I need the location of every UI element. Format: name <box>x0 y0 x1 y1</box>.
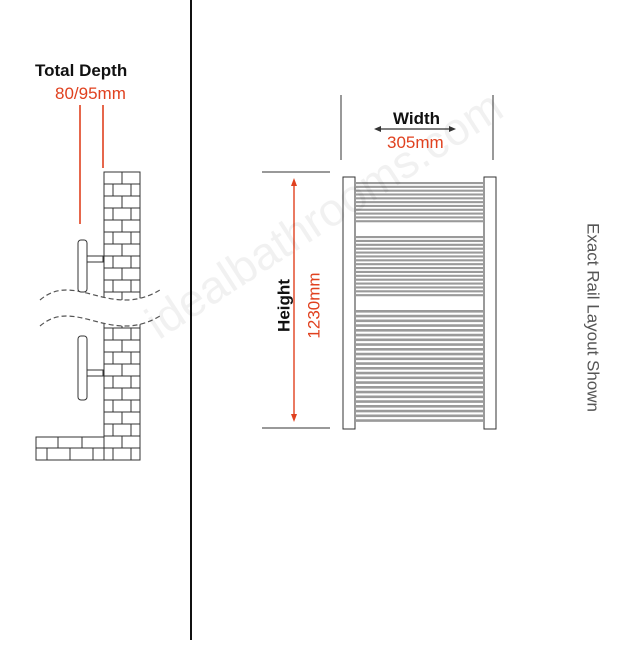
front-rail <box>342 176 497 430</box>
rail-bar-bottom <box>355 314 484 318</box>
rail-bar-bottom <box>355 343 484 346</box>
rail-bar-middle <box>355 278 484 281</box>
rail-bar-bottom <box>355 362 484 365</box>
rail-bar-bottom <box>355 319 484 323</box>
rail-bar-bottom <box>355 400 484 403</box>
height-title: Height <box>274 279 294 332</box>
break-line-lower <box>39 315 161 327</box>
layout-note: Exact Rail Layout Shown <box>583 223 603 412</box>
rail-bar-bottom <box>355 395 484 399</box>
rail-bar-top <box>355 216 484 219</box>
break-mask <box>40 290 160 326</box>
depth-title: Total Depth <box>35 61 128 80</box>
rail-bar-bottom <box>355 310 484 313</box>
break-line-upper <box>39 289 161 301</box>
rail-bar-bottom <box>355 409 484 413</box>
rail-bar-middle <box>355 251 484 254</box>
rail-bar-top <box>355 204 484 208</box>
rail-bar-bottom <box>355 338 484 342</box>
rail-bar-bottom <box>355 381 484 384</box>
rail-bar-bottom <box>355 386 484 389</box>
rail-bar-bottom <box>355 329 484 332</box>
rail-bar-middle <box>355 267 484 270</box>
depth-value: 80/95mm <box>55 84 126 103</box>
rail-bar-top <box>355 197 484 200</box>
rail-bar-middle <box>355 259 484 262</box>
floor-bricks <box>35 436 105 461</box>
rail-bar-bottom <box>355 348 484 351</box>
side-rail-profile <box>77 239 104 401</box>
rail-bar-top <box>355 212 484 215</box>
right-upright <box>483 176 497 430</box>
rail-bar-bottom <box>355 357 484 361</box>
rail-bar-middle <box>355 294 484 297</box>
rail-bar-bottom <box>355 414 484 418</box>
rail-bar-middle <box>355 286 484 289</box>
rail-bar-bottom <box>355 324 484 327</box>
rail-bar-top <box>355 208 484 211</box>
width-value: 305mm <box>387 133 444 152</box>
rail-bar-middle <box>355 236 484 239</box>
height-value: 1230mm <box>304 272 324 339</box>
rail-bar-bottom <box>355 376 484 380</box>
rail-bar-bottom <box>355 405 484 408</box>
rail-bar-bottom <box>355 333 484 337</box>
rail-bar-bottom <box>355 390 484 394</box>
rail-bar-top <box>355 185 484 188</box>
left-upright <box>342 176 356 430</box>
rail-bar-top <box>355 182 484 185</box>
rail-bar-bottom <box>355 419 484 422</box>
rail-bar-middle <box>355 255 484 258</box>
rail-bar-middle <box>355 239 484 243</box>
width-title: Width <box>393 109 441 128</box>
rail-bar-middle <box>355 247 484 250</box>
rail-bar-middle <box>355 263 484 266</box>
rail-bar-middle <box>355 282 484 285</box>
rail-bar-middle <box>355 270 484 274</box>
rail-bar-middle <box>355 274 484 277</box>
rail-bar-middle <box>355 290 484 293</box>
rail-bar-bottom <box>355 352 484 356</box>
rail-bar-bottom <box>355 367 484 370</box>
rail-bar-top <box>355 193 484 196</box>
rail-bar-middle <box>355 243 484 246</box>
rail-bar-top <box>355 201 484 204</box>
rail-bar-top <box>355 189 484 192</box>
rail-bar-bottom <box>355 371 484 375</box>
rail-bar-top <box>355 220 484 223</box>
